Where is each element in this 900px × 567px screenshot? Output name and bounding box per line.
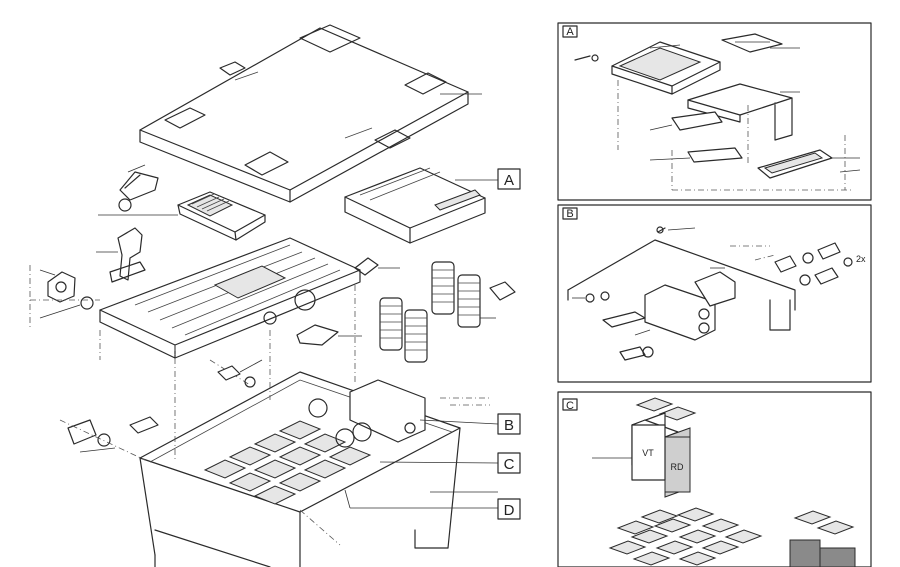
handle-part (118, 164, 159, 212)
svg-text:VT: VT (642, 448, 654, 458)
detail-panel-c: C VT RD (557, 391, 872, 567)
callout-d: D (497, 498, 521, 520)
lid-part (139, 24, 482, 203)
svg-text:RD: RD (671, 462, 684, 472)
detail-panel-a: A (557, 22, 872, 201)
callout-c: C (497, 452, 521, 474)
part-a-unit (344, 167, 498, 244)
hose-fittings (59, 416, 159, 461)
filter-cartridges (379, 261, 516, 363)
gasket-part (296, 324, 362, 346)
svg-text:D: D (504, 502, 515, 519)
filter-tray (98, 191, 266, 241)
main-box (139, 371, 499, 567)
grid-insert-plate (99, 237, 400, 359)
bracket-part (96, 227, 146, 283)
detail-panel-b: B 2x (557, 204, 872, 383)
svg-text:B: B (566, 208, 573, 220)
main-exploded-view: A (29, 24, 521, 567)
svg-text:A: A (504, 172, 514, 189)
screw-part (217, 359, 263, 388)
callout-a: A (497, 168, 521, 190)
svg-text:2x: 2x (856, 254, 866, 264)
svg-text:C: C (504, 456, 515, 473)
svg-text:B: B (504, 417, 514, 434)
svg-text:C: C (566, 400, 574, 412)
assembly-lines (99, 285, 490, 546)
left-fittings (29, 265, 100, 330)
svg-text:A: A (566, 26, 574, 38)
callout-b: B (497, 413, 521, 435)
